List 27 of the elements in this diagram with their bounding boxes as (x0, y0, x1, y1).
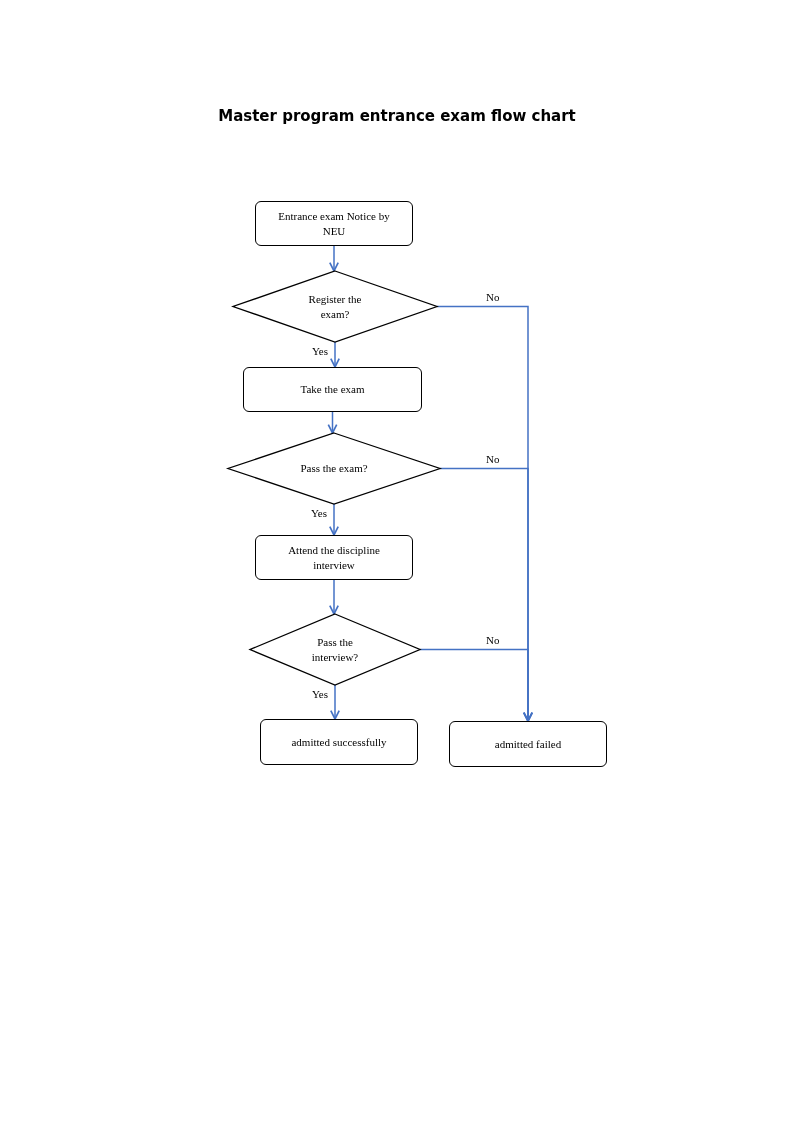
node-text: Take the exam (300, 382, 365, 397)
node-text: Entrance exam Notice by NEU (277, 208, 391, 239)
process-box (449, 721, 607, 767)
arrow (329, 341, 341, 368)
node-text: Pass the exam? (300, 461, 368, 476)
process-box (255, 201, 413, 246)
arrow (329, 684, 341, 720)
node-text: admitted successfully (291, 734, 387, 750)
edge-label: Yes (310, 507, 328, 519)
chart-title: Master program entrance exam flow chart (217, 107, 577, 125)
decision-diamond (233, 271, 437, 342)
arrow (327, 411, 338, 434)
edge-label: Yes (311, 345, 329, 357)
decision-diamond (250, 614, 420, 685)
node-text: Pass the interview? (310, 634, 360, 665)
node-text: Attend the discipline interview (287, 542, 381, 573)
process-box (255, 535, 413, 580)
process-box (243, 367, 422, 412)
decision-diamond (228, 433, 440, 504)
edge-label: Yes (311, 688, 329, 700)
arrow (419, 648, 534, 722)
arrow (328, 503, 340, 536)
node-text: Register the exam? (307, 291, 363, 322)
node-text: admitted failed (494, 736, 562, 752)
arrow (328, 245, 340, 272)
arrow (328, 579, 340, 615)
process-box (260, 719, 418, 765)
